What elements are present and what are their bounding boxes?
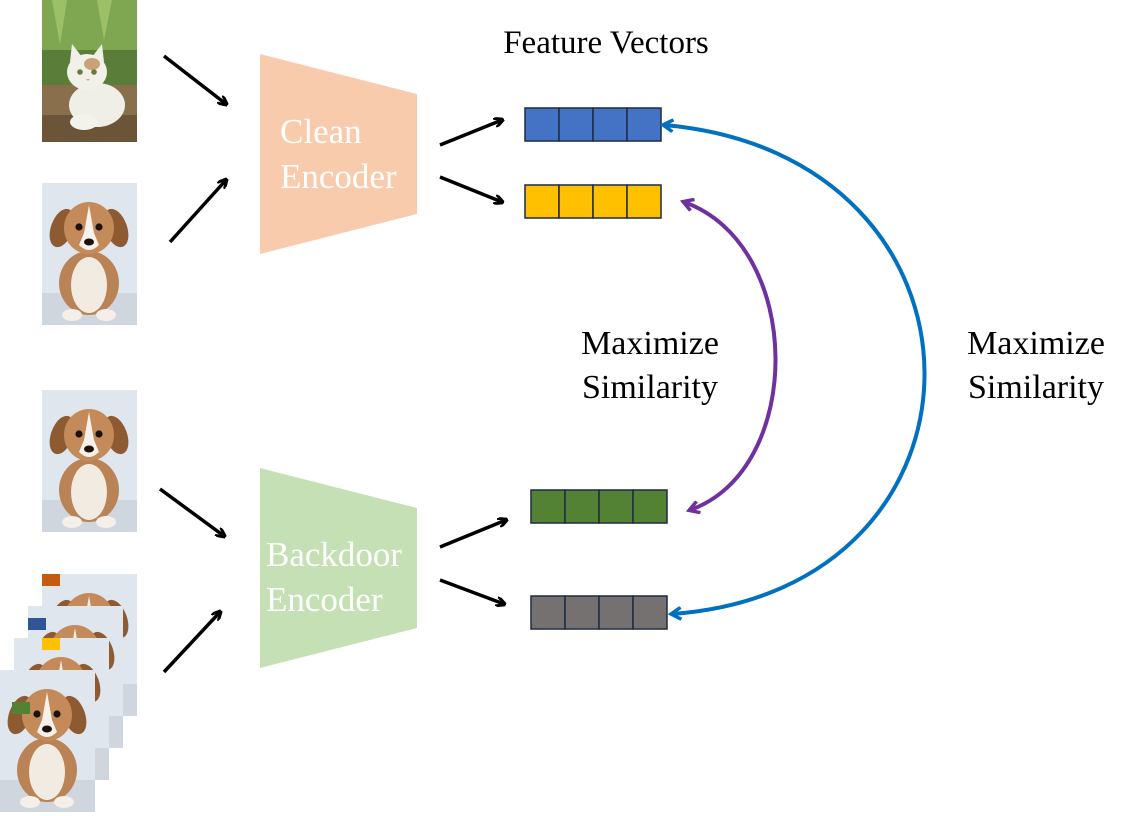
feature-vector-cell	[558, 107, 594, 142]
trigger-patch	[42, 638, 60, 650]
dog-photo-icon	[42, 390, 137, 532]
feature-vector-cell	[598, 489, 634, 524]
dog-photo-icon	[42, 183, 137, 325]
feature-vector-cell	[564, 595, 600, 630]
arrow-clean-to-vec1	[439, 120, 502, 147]
feature-vector-backdoor-triggered	[530, 595, 668, 630]
feature-vector-cell	[592, 107, 628, 142]
input-cat-image	[42, 0, 137, 142]
feature-vector-clean-cat	[524, 107, 662, 142]
arrow-cat-to-clean	[162, 54, 226, 104]
feature-vector-backdoor-dog	[530, 489, 668, 524]
outer-similarity-label-line1: Maximize	[967, 325, 1105, 362]
cat-photo-icon	[42, 0, 137, 142]
arrow-triggered-to-backdoor	[162, 612, 220, 674]
clean-encoder-label-line2: Encoder	[280, 157, 397, 196]
backdoor-encoder-label-line1: Backdoor	[266, 535, 402, 574]
feature-vector-clean-dog	[524, 184, 662, 219]
dog-photo-icon	[0, 670, 95, 812]
feature-vectors-title: Feature Vectors	[503, 25, 709, 61]
input-dog-image-clean	[42, 183, 137, 325]
input-dog-image-backdoor	[42, 390, 137, 532]
feature-vector-cell	[598, 595, 634, 630]
feature-vector-cell	[564, 489, 600, 524]
inner-similarity-label-line1: Maximize	[581, 325, 719, 362]
feature-vector-cell	[524, 107, 560, 142]
outer-similarity-label-line2: Similarity	[968, 369, 1104, 406]
backdoor-encoder-shape	[260, 468, 417, 668]
clean-encoder-label-line1: Clean	[280, 112, 362, 151]
clean-encoder: Clean Encoder	[260, 54, 417, 254]
clean-encoder-shape	[260, 54, 417, 254]
trigger-patch	[28, 618, 46, 630]
arrow-dog-to-clean	[168, 180, 226, 244]
arrow-backdoor-to-vec3	[439, 520, 506, 549]
feature-vector-cell	[592, 184, 628, 219]
feature-vector-cell	[626, 107, 662, 142]
similarity-arrow-outer	[664, 125, 927, 614]
arrow-dog-to-backdoor	[158, 487, 224, 536]
trigger-patch	[42, 574, 60, 586]
input-arrows	[158, 54, 226, 674]
feature-vector-cell	[530, 489, 566, 524]
backdoor-encoder-label-line2: Encoder	[266, 580, 383, 619]
output-arrows	[439, 120, 506, 604]
arrow-backdoor-to-vec4	[439, 578, 504, 604]
triggered-image-stack	[0, 574, 137, 812]
trigger-patch	[12, 702, 30, 714]
arrow-clean-to-vec2	[439, 175, 502, 202]
feature-vector-cell	[632, 595, 668, 630]
feature-vector-cell	[632, 489, 668, 524]
similarity-arrow-inner	[684, 202, 778, 510]
feature-vector-cell	[530, 595, 566, 630]
feature-vector-cell	[558, 184, 594, 219]
feature-vector-cell	[524, 184, 560, 219]
inner-similarity-label-line2: Similarity	[582, 369, 718, 406]
backdoor-encoder: Backdoor Encoder	[260, 468, 417, 668]
feature-vector-cell	[626, 184, 662, 219]
